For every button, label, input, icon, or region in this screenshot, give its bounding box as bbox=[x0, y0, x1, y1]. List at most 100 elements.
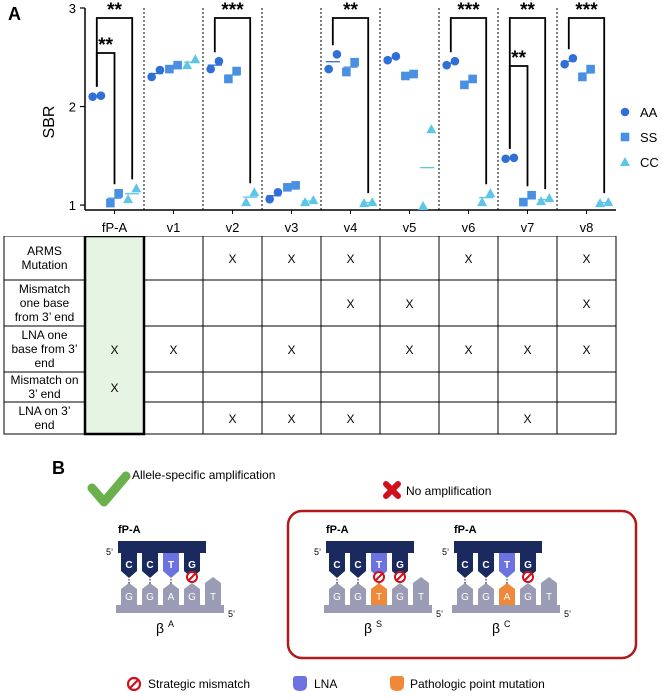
table-mark: X bbox=[346, 297, 354, 311]
template-base bbox=[121, 583, 137, 605]
mismatch-legend-label: Strategic mismatch bbox=[148, 677, 250, 691]
data-point-ss bbox=[519, 197, 528, 207]
primer-base bbox=[142, 553, 158, 578]
data-point-aa bbox=[391, 51, 401, 61]
data-point-cc bbox=[308, 195, 319, 205]
lna-base bbox=[499, 553, 515, 578]
primer-bar bbox=[118, 541, 206, 553]
primer-label: fP-A bbox=[118, 524, 141, 536]
no-amplification-label: No amplification bbox=[406, 484, 491, 498]
five-prime-label: 5’ bbox=[314, 547, 321, 557]
table-mark: X bbox=[464, 343, 472, 357]
template-bar bbox=[116, 605, 224, 613]
table-mark: X bbox=[346, 252, 354, 266]
data-point-cc bbox=[131, 183, 142, 193]
data-point-ss bbox=[232, 66, 241, 76]
template-base-letter: T bbox=[418, 592, 424, 603]
data-point-aa bbox=[332, 50, 342, 59]
legend-label-cc: CC bbox=[640, 155, 659, 170]
template-base-letter: T bbox=[376, 592, 382, 603]
template-base bbox=[350, 583, 366, 605]
primer-base bbox=[121, 553, 137, 578]
template-base bbox=[520, 583, 536, 605]
primer-base bbox=[457, 553, 473, 578]
data-point-cc bbox=[241, 197, 252, 207]
primer-base bbox=[184, 553, 200, 578]
data-point-cc bbox=[536, 196, 547, 206]
highlight-column bbox=[83, 236, 146, 436]
primer-base-letter: C bbox=[354, 560, 361, 571]
data-point-ss bbox=[468, 74, 477, 84]
primer-base bbox=[392, 553, 408, 578]
primer-bar bbox=[326, 541, 414, 553]
table-mark: X bbox=[228, 412, 236, 426]
x-tick-label: v6 bbox=[462, 220, 476, 235]
five-prime-label: 5’ bbox=[106, 547, 113, 557]
table-mark: X bbox=[228, 252, 236, 266]
primer-base-letter: G bbox=[524, 560, 532, 571]
data-point-cc bbox=[477, 197, 488, 207]
primer-base bbox=[520, 553, 536, 578]
five-prime-label: 5’ bbox=[564, 609, 571, 619]
data-point-ss bbox=[527, 190, 536, 200]
table-mark: X bbox=[582, 252, 590, 266]
primer-base-letter: T bbox=[168, 560, 174, 571]
primer-label: fP-A bbox=[454, 524, 477, 536]
check-icon bbox=[87, 471, 131, 507]
significance-bracket bbox=[567, 17, 606, 194]
primer-base-letter: C bbox=[125, 560, 132, 571]
template-name: β bbox=[156, 620, 164, 636]
five-prime-label: 5’ bbox=[228, 609, 235, 619]
lna-legend-label: LNA bbox=[314, 677, 337, 691]
data-point-cc bbox=[190, 54, 201, 64]
significance-bracket bbox=[508, 65, 529, 187]
significance-label: ** bbox=[343, 0, 358, 21]
y-tick-label: 1 bbox=[69, 198, 76, 213]
five-prime-label: 5’ bbox=[436, 609, 443, 619]
template-base-letter: A bbox=[504, 592, 511, 603]
data-point-aa bbox=[560, 59, 569, 69]
x-tick-label: v7 bbox=[521, 220, 535, 235]
data-point-cc bbox=[426, 124, 437, 134]
primer-base-letter: G bbox=[188, 560, 196, 571]
template-superscript: A bbox=[168, 619, 174, 629]
table-mark: X bbox=[405, 343, 413, 357]
template-base bbox=[142, 583, 158, 605]
significance-bracket bbox=[449, 17, 488, 185]
strategic-mismatch-slash bbox=[187, 572, 197, 582]
data-point-ss bbox=[586, 64, 595, 74]
template-base bbox=[541, 577, 557, 605]
mismatch-legend: Strategic mismatch bbox=[126, 676, 250, 692]
y-tick-label: 3 bbox=[69, 1, 76, 16]
table-mark: X bbox=[523, 412, 531, 426]
significance-label: *** bbox=[221, 0, 244, 21]
table-mark: X bbox=[169, 343, 177, 357]
template-base bbox=[205, 577, 221, 605]
data-point-cc bbox=[603, 197, 614, 207]
template-name: β bbox=[364, 620, 372, 636]
table-mark: X bbox=[287, 412, 295, 426]
significance-label: ** bbox=[107, 0, 122, 21]
template-base bbox=[478, 583, 494, 605]
y-axis-label: SBR bbox=[41, 106, 58, 139]
significance-bracket bbox=[331, 17, 370, 194]
primer-base-letter: T bbox=[376, 560, 382, 571]
primer-base bbox=[329, 553, 345, 578]
x-tick-label: v5 bbox=[403, 220, 417, 235]
data-point-ss bbox=[460, 80, 469, 90]
significance-bracket bbox=[95, 17, 134, 180]
data-point-ss bbox=[114, 188, 123, 198]
template-base bbox=[413, 577, 429, 605]
data-point-cc bbox=[485, 188, 496, 198]
data-point-ss bbox=[401, 71, 410, 81]
significance-label: ** bbox=[520, 0, 535, 21]
mutated-base bbox=[499, 583, 515, 605]
no-amplification-frame bbox=[286, 509, 638, 660]
data-point-aa bbox=[568, 53, 578, 63]
template-superscript: S bbox=[376, 619, 382, 629]
